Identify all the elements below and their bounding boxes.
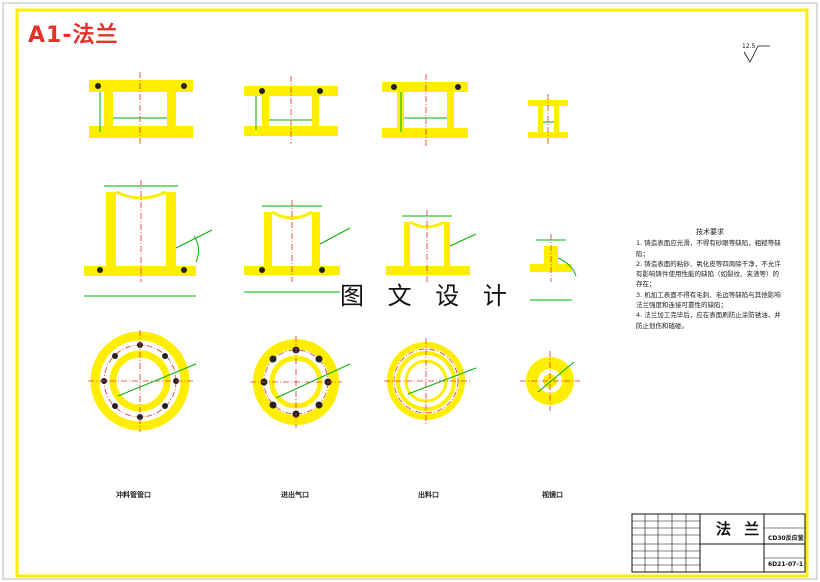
view-caption-3: 出料口 (418, 491, 439, 499)
plan-view-4 (520, 351, 580, 411)
title-block-part-name: 法 兰 (716, 520, 764, 538)
section-view-3 (386, 210, 477, 282)
side-view-1 (89, 72, 193, 146)
technical-requirement-item: 3. 机加工表面不得有毛刺、毛边等缺陷与其他影响法兰强度和连接可靠性的缺陷； (636, 290, 781, 310)
watermark-text: 图 文 设 计 (340, 282, 515, 310)
sheet-title: A1-法兰 (28, 23, 119, 48)
side-view-2 (244, 76, 338, 144)
view-caption-2: 进出气口 (281, 491, 309, 499)
plan-view-1 (88, 330, 197, 432)
view-caption-4: 视镜口 (542, 491, 563, 499)
technical-requirements-heading: 技术要求 (696, 228, 724, 236)
side-view-4 (528, 94, 568, 144)
section-view-4 (530, 234, 577, 301)
plan-view-3 (384, 338, 477, 424)
technical-requirements: 技术要求 1. 铸造表面应光滑，不得有砂眼等缺陷，粗糙等缺陷； 2. 铸造表面的… (636, 227, 784, 331)
title-block-drawing-no: 6D21-07-1 (768, 561, 804, 568)
title-block (631, 513, 806, 573)
roughness-value: 12.5 (742, 43, 756, 50)
title-block-project: CD30反应釜 (768, 535, 804, 542)
roughness-check-icon (743, 45, 770, 63)
technical-requirement-item: 1. 铸造表面应光滑，不得有砂眼等缺陷，粗糙等缺陷； (636, 239, 781, 258)
section-view-1 (84, 180, 213, 297)
technical-requirement-item: 2. 铸造表面的粘砂、氧化皮等四周除干净，不允许有影响铸件使用性能的缺陷（如裂纹… (636, 259, 781, 289)
sheet-border (15, 8, 809, 578)
side-view-3 (382, 74, 468, 146)
technical-requirement-item: 4. 法兰加工完毕后，应在表面刷防止涂防锈油，并防止划伤和磕碰。 (636, 311, 781, 330)
plan-view-2 (250, 336, 351, 428)
section-view-2 (244, 200, 351, 293)
view-caption-1: 冲料管管口 (116, 491, 151, 499)
